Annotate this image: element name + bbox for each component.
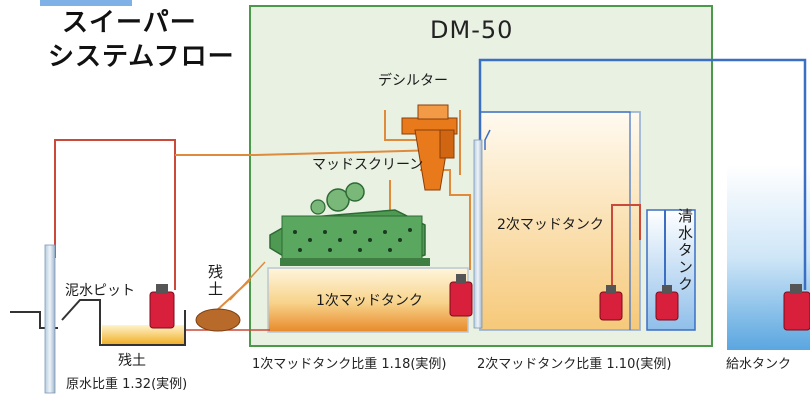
title-line-2: システムフロー	[48, 42, 235, 72]
label-primary-tank: 1次マッドタンク	[316, 293, 423, 309]
raw-feed-line	[54, 139, 176, 290]
label-secondary-tank: 2次マッドタンク	[497, 217, 604, 233]
caption-supply-tank: 給水タンク	[726, 357, 792, 372]
desilter-top	[417, 104, 449, 120]
label-mud-pit: 泥水ピット	[65, 283, 135, 299]
label-residual-soil-pile: 残土	[206, 264, 224, 298]
caption-primary-ratio: 1次マッドタンク比重 1.18(実例)	[252, 357, 447, 372]
mud-pit-pump	[149, 284, 175, 329]
secondary-clean-line	[480, 111, 631, 330]
screen-perforations	[293, 228, 412, 252]
mud-pit-fill	[102, 325, 184, 344]
screen-motor-3	[310, 199, 326, 215]
clean-tank-pump	[655, 285, 679, 321]
caption-raw-water: 原水比重 1.32(実例)	[66, 377, 188, 392]
riser-pipe	[473, 139, 483, 329]
screen-base	[280, 258, 430, 266]
residual-soil-pile	[195, 308, 241, 332]
screen-motor-1	[326, 188, 350, 212]
screen-discharge-line	[229, 261, 266, 301]
primary-tank-pump	[449, 274, 473, 317]
mud-screen-deck	[281, 215, 423, 261]
clean-water-inlet	[484, 129, 491, 150]
label-clean-water-tank: 清水タンク	[676, 208, 694, 293]
caption-secondary-ratio: 2次マッドタンク比重 1.10(実例)	[477, 357, 672, 372]
secondary-tank-pump	[599, 285, 623, 321]
label-mud-screen: マッドスクリーン	[312, 157, 424, 173]
screen-feed-line	[175, 149, 441, 156]
secondary-transfer-line	[611, 204, 641, 290]
screen-motor-2	[345, 182, 365, 202]
label-residual-soil-pit: 残土	[118, 353, 146, 369]
primary-mud-tank	[267, 267, 469, 333]
title-line-1: スイーパー	[62, 8, 197, 38]
desilter-overflow-line	[384, 110, 430, 141]
top-decoration	[40, 0, 132, 6]
supply-tank-pump	[783, 284, 810, 331]
raw-water-riser	[44, 244, 56, 394]
desilter-cyclone	[439, 129, 455, 159]
label-desilter: デシルター	[378, 73, 448, 89]
mud-pit-wall	[61, 299, 186, 346]
system-name: DM-50	[430, 16, 514, 44]
